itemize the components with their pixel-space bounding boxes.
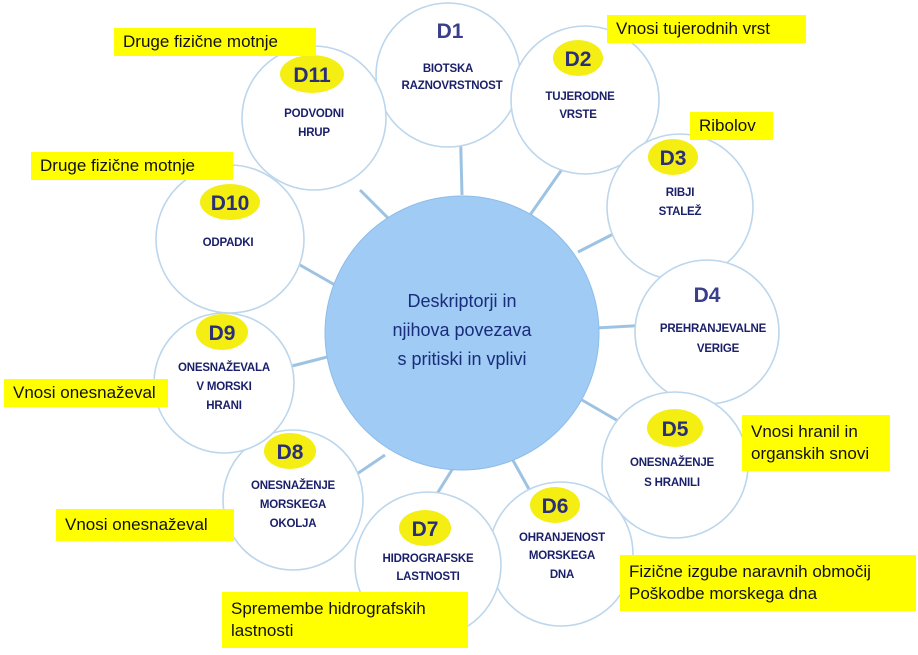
note-line: Vnosi onesnaževal — [13, 383, 156, 402]
descriptor-label-line: ONESNAŽENJE — [251, 479, 336, 492]
descriptor-badge — [264, 433, 316, 469]
center-title-line: njihova povezava — [392, 320, 532, 340]
descriptor-node-d2: D2 TUJERODNE VRSTE — [510, 25, 660, 175]
descriptor-label-line: ONESNAŽENJE — [630, 456, 715, 469]
descriptor-node-d8: D8 ONESNAŽENJE MORSKEGA OKOLJA — [222, 429, 364, 571]
descriptor-label-line: V MORSKI — [196, 381, 251, 393]
note-line: Vnosi onesnaževal — [65, 515, 208, 534]
center-title-line: Deskriptorji in — [407, 291, 516, 311]
note-line: Ribolov — [699, 116, 756, 135]
descriptor-code: D5 — [662, 418, 689, 441]
descriptor-node-d3: D3 RIBJI STALEŽ — [606, 133, 754, 281]
descriptor-node-d4: D4 PREHRANJEVALNE VERIGE — [634, 259, 780, 405]
descriptor-badge — [399, 510, 451, 546]
descriptor-badge — [196, 314, 248, 350]
pressure-note-other-physical-disturbances-2: Druge fizične motnje — [31, 152, 233, 180]
connector-d2 — [528, 164, 567, 216]
note-line: Druge fizične motnje — [123, 32, 278, 51]
pressure-note-nutrient-inputs: Vnosi hranil in organskih snovi — [742, 415, 890, 471]
descriptor-code: D10 — [211, 192, 250, 215]
descriptor-label-line: VRSTE — [559, 109, 597, 121]
descriptor-label-line: HIDROGRAFSKE — [383, 553, 474, 565]
descriptor-node-d10: D10 ODPADKI — [155, 164, 305, 314]
descriptor-label-line: DNA — [550, 569, 574, 581]
center-title-line: s pritiski in vplivi — [397, 349, 526, 369]
descriptor-code: D11 — [293, 64, 331, 87]
pressure-note-contaminant-inputs-2: Vnosi onesnaževal — [56, 509, 234, 541]
descriptor-badge — [553, 40, 603, 76]
descriptor-code: D9 — [209, 322, 236, 345]
pressure-note-hydrographic-changes: Spremembe hidrografskih lastnosti — [222, 592, 468, 648]
descriptor-label-line: PREHRANJEVALNE — [660, 323, 767, 335]
descriptor-label-line: LASTNOSTI — [396, 571, 459, 583]
descriptor-node-d9: D9 ONESNAŽEVALA V MORSKI HRANI — [153, 312, 295, 454]
descriptor-label-line: PODVODNI — [284, 108, 344, 120]
descriptor-label-line: HRUP — [298, 127, 330, 139]
descriptor-code: D3 — [660, 147, 687, 170]
note-line: Spremembe hidrografskih — [231, 599, 426, 618]
descriptor-label-line: RAZNOVRSTNOST — [402, 80, 503, 92]
descriptor-label-line: RIBJI — [666, 187, 694, 199]
note-line: Fizične izgube naravnih območij — [629, 562, 871, 581]
pressure-note-non-indigenous-species: Vnosi tujerodnih vrst — [607, 15, 806, 43]
descriptor-node-d1: D1 BIOTSKA RAZNOVRSTNOST — [375, 2, 521, 148]
pressure-note-contaminant-inputs: Vnosi onesnaževal — [4, 379, 168, 407]
pressure-note-seabed-losses: Fizične izgube naravnih območij Poškodbe… — [620, 555, 916, 611]
pressure-note-other-physical-disturbances: Druge fizične motnje — [114, 28, 316, 56]
descriptor-node-d6: D6 OHRANJENOST MORSKEGA DNA — [488, 481, 634, 627]
descriptor-label-line: TUJERODNE — [545, 91, 615, 103]
descriptor-badge — [530, 487, 580, 523]
descriptor-label-line: OHRANJENOST — [519, 532, 605, 544]
descriptor-label-line: OKOLJA — [270, 518, 317, 530]
descriptor-ring — [510, 25, 660, 175]
descriptor-label-line: S HRANILI — [644, 477, 700, 489]
descriptor-badge — [648, 139, 698, 175]
note-line: Poškodbe morskega dna — [629, 584, 818, 603]
pressure-note-fishing: Ribolov — [690, 112, 773, 140]
descriptor-code: D6 — [542, 495, 569, 518]
descriptor-label-line: ODPADKI — [203, 237, 254, 249]
descriptor-badge — [647, 409, 703, 447]
descriptor-label-line: BIOTSKA — [423, 63, 473, 75]
connector-lines — [291, 114, 651, 506]
descriptor-node-d11: D11 PODVODNI HRUP — [241, 45, 387, 191]
descriptor-node-d5: D5 ONESNAŽENJE S HRANILI — [601, 391, 749, 539]
descriptor-code: D8 — [277, 441, 304, 464]
connector-d11 — [358, 188, 390, 220]
descriptor-badge — [200, 184, 260, 220]
connector-d10 — [299, 263, 336, 287]
descriptor-code: D4 — [694, 284, 721, 307]
descriptor-label-line: MORSKEGA — [529, 550, 595, 562]
descriptor-code: D1 — [437, 20, 464, 43]
descriptor-badge — [280, 55, 344, 93]
descriptor-label-line: STALEŽ — [659, 205, 702, 218]
descriptor-ring — [222, 429, 364, 571]
note-line: Druge fizične motnje — [40, 156, 195, 175]
descriptor-label-line: HRANI — [206, 400, 241, 412]
descriptor-code: D7 — [412, 518, 439, 541]
note-line: Vnosi hranil in — [751, 422, 858, 441]
descriptor-label-line: VERIGE — [697, 343, 740, 355]
descriptor-label-line: ONESNAŽEVALA — [178, 361, 270, 374]
center-node: Deskriptorji in njihova povezava s priti… — [324, 195, 600, 471]
center-circle — [324, 195, 600, 471]
note-line: lastnosti — [231, 621, 294, 640]
descriptor-label-line: MORSKEGA — [260, 499, 326, 511]
note-line: Vnosi tujerodnih vrst — [616, 19, 771, 38]
descriptor-code: D2 — [565, 48, 592, 71]
note-line: organskih snovi — [751, 444, 870, 463]
